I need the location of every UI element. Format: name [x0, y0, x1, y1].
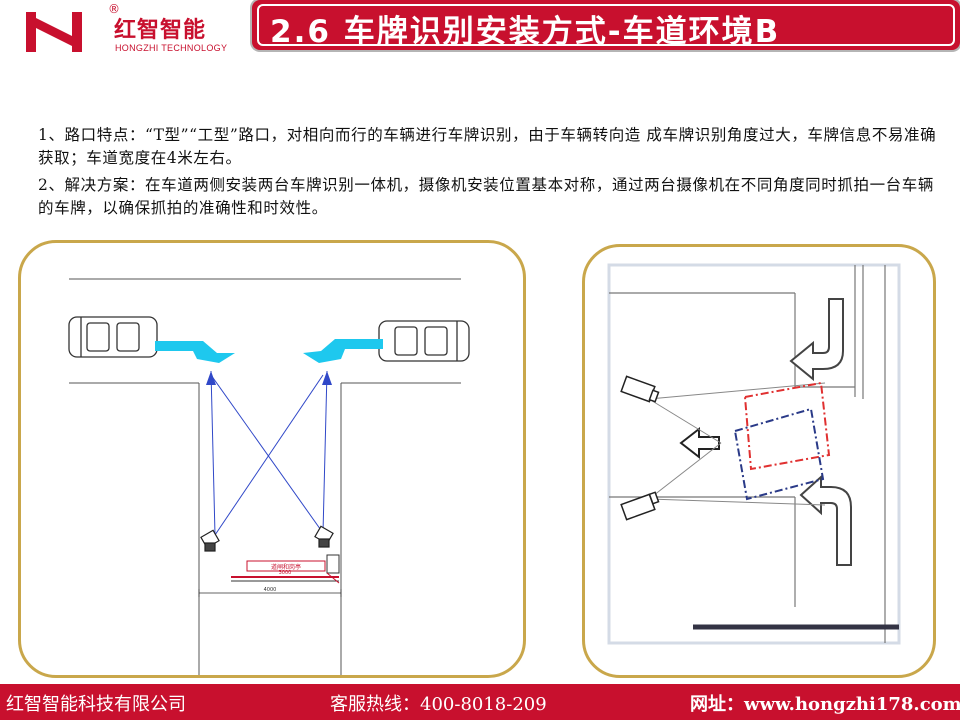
- car-left-icon: [68, 316, 158, 358]
- t-intersection-diagram: 道闸和岗亭 3000 4000: [68, 278, 470, 675]
- page-title: 2.6 车牌识别安装方式-车道环境B: [270, 14, 781, 50]
- dim-lane-label: 4000: [264, 587, 277, 593]
- registered-mark: ®: [108, 2, 120, 16]
- logo-chinese-name: 红智智能: [114, 18, 207, 43]
- dual-camera-diagram: [607, 263, 901, 645]
- footer-company: 红智智能科技有限公司: [6, 694, 186, 715]
- logo-english-name: HONGZHI TECHNOLOGY: [115, 43, 228, 53]
- company-logo: ® 红智智能 HONGZHI TECHNOLOGY: [22, 2, 242, 60]
- camera-bottom-icon: [620, 491, 660, 521]
- left-arrow-icon: [679, 426, 720, 460]
- footer-bar: 红智智能科技有限公司 客服热线：400-8018-209 网址：www.hong…: [0, 684, 960, 720]
- camera-right-icon: [314, 525, 334, 548]
- turn-arrow-right-icon: [303, 339, 383, 363]
- gate-sign-label: 道闸和岗亭: [271, 563, 301, 571]
- intersection-features-text: 1、路口特点：“T型”“工型”路口，对相向而行的车辆进行车牌识别，由于车辆转向造…: [38, 126, 937, 167]
- hongzhi-logo-icon: [26, 12, 82, 52]
- dim-inner-label: 3000: [279, 570, 292, 576]
- curve-arrow-bottom-icon: [799, 474, 852, 566]
- title-bar: 2.6 车牌识别安装方式-车道环境B: [252, 0, 960, 50]
- gate-booth-icon: 道闸和岗亭: [231, 554, 340, 584]
- footer-website: 网址：www.hongzhi178.com: [690, 694, 960, 715]
- car-right-icon: [378, 320, 470, 362]
- turn-arrow-left-icon: [155, 341, 235, 363]
- camera-left-icon: [200, 529, 220, 552]
- camera-top-icon: [620, 375, 660, 403]
- footer-hotline: 客服热线：400-8018-209: [330, 694, 547, 715]
- curve-arrow-top-icon: [789, 298, 844, 382]
- camera-angle-diagram-panel: [582, 244, 936, 678]
- solution-text: 2、解决方案：在车道两侧安装两台车牌识别一体机，摄像机安装位置基本对称，通过两台…: [38, 176, 934, 217]
- installation-diagram-panel: 道闸和岗亭 3000 4000: [18, 240, 526, 678]
